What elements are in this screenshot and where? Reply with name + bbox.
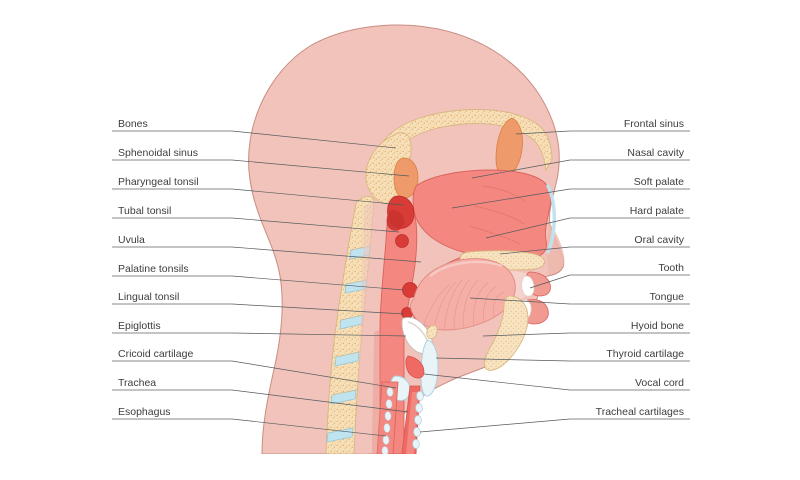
epiglottis-shadow [407,321,429,343]
vocal-cord [405,355,425,379]
tongue-dorsum-highlight [429,260,503,277]
tracheal-cartilages [412,391,424,449]
mandible-bone [483,295,529,371]
label-palatine-tonsils: Palatine tonsils [118,263,189,275]
nasal-aperture-edge [546,184,556,254]
label-uvula: Uvula [118,234,145,246]
label-vocal-cord: Vocal cord [635,377,684,389]
label-tooth: Tooth [658,262,684,274]
labels-left-group: Bones Sphenoidal sinus Pharyngeal tonsil… [118,118,199,418]
tubal-tonsil [395,234,409,248]
thyroid-cartilage [420,339,439,397]
label-oral-cavity: Oral cavity [634,234,684,246]
label-frontal-sinus: Frontal sinus [624,118,684,130]
label-tubal-tonsil: Tubal tonsil [118,205,171,217]
label-epiglottis: Epiglottis [118,320,161,332]
posterior-pharynx-shading [372,330,381,454]
upper-tooth [521,275,535,297]
illustration-group [248,24,565,454]
label-hard-palate: Hard palate [630,205,684,217]
labels-right-group: Frontal sinus Nasal cavity Soft palate H… [596,118,685,418]
label-hyoid-bone: Hyoid bone [631,320,684,332]
label-esophagus: Esophagus [118,406,171,418]
label-bones: Bones [118,118,148,130]
prevertebral-tissue [356,200,376,454]
tongue-papillae-striations [423,278,505,331]
esophagus-wall-segments [381,387,394,454]
trachea-lumen [406,392,418,454]
label-soft-palate: Soft palate [634,176,684,188]
label-tongue: Tongue [650,291,685,303]
label-sphenoidal-sinus: Sphenoidal sinus [118,147,198,159]
hyoid-bone [426,324,438,340]
label-lingual-tonsil: Lingual tonsil [118,291,179,303]
label-cricoid-cartilage: Cricoid cartilage [118,348,193,360]
label-thyroid-cartilage: Thyroid cartilage [606,348,684,360]
nasal-cavity [412,169,552,260]
label-rules-left [112,130,232,420]
pharyngeal-tonsil-lobe [386,210,405,231]
label-tracheal-cartilages: Tracheal cartilages [596,406,684,418]
label-nasal-cavity: Nasal cavity [627,147,684,159]
label-trachea: Trachea [118,377,156,389]
label-pharyngeal-tonsil: Pharyngeal tonsil [118,176,199,188]
label-rules-right [570,130,690,420]
